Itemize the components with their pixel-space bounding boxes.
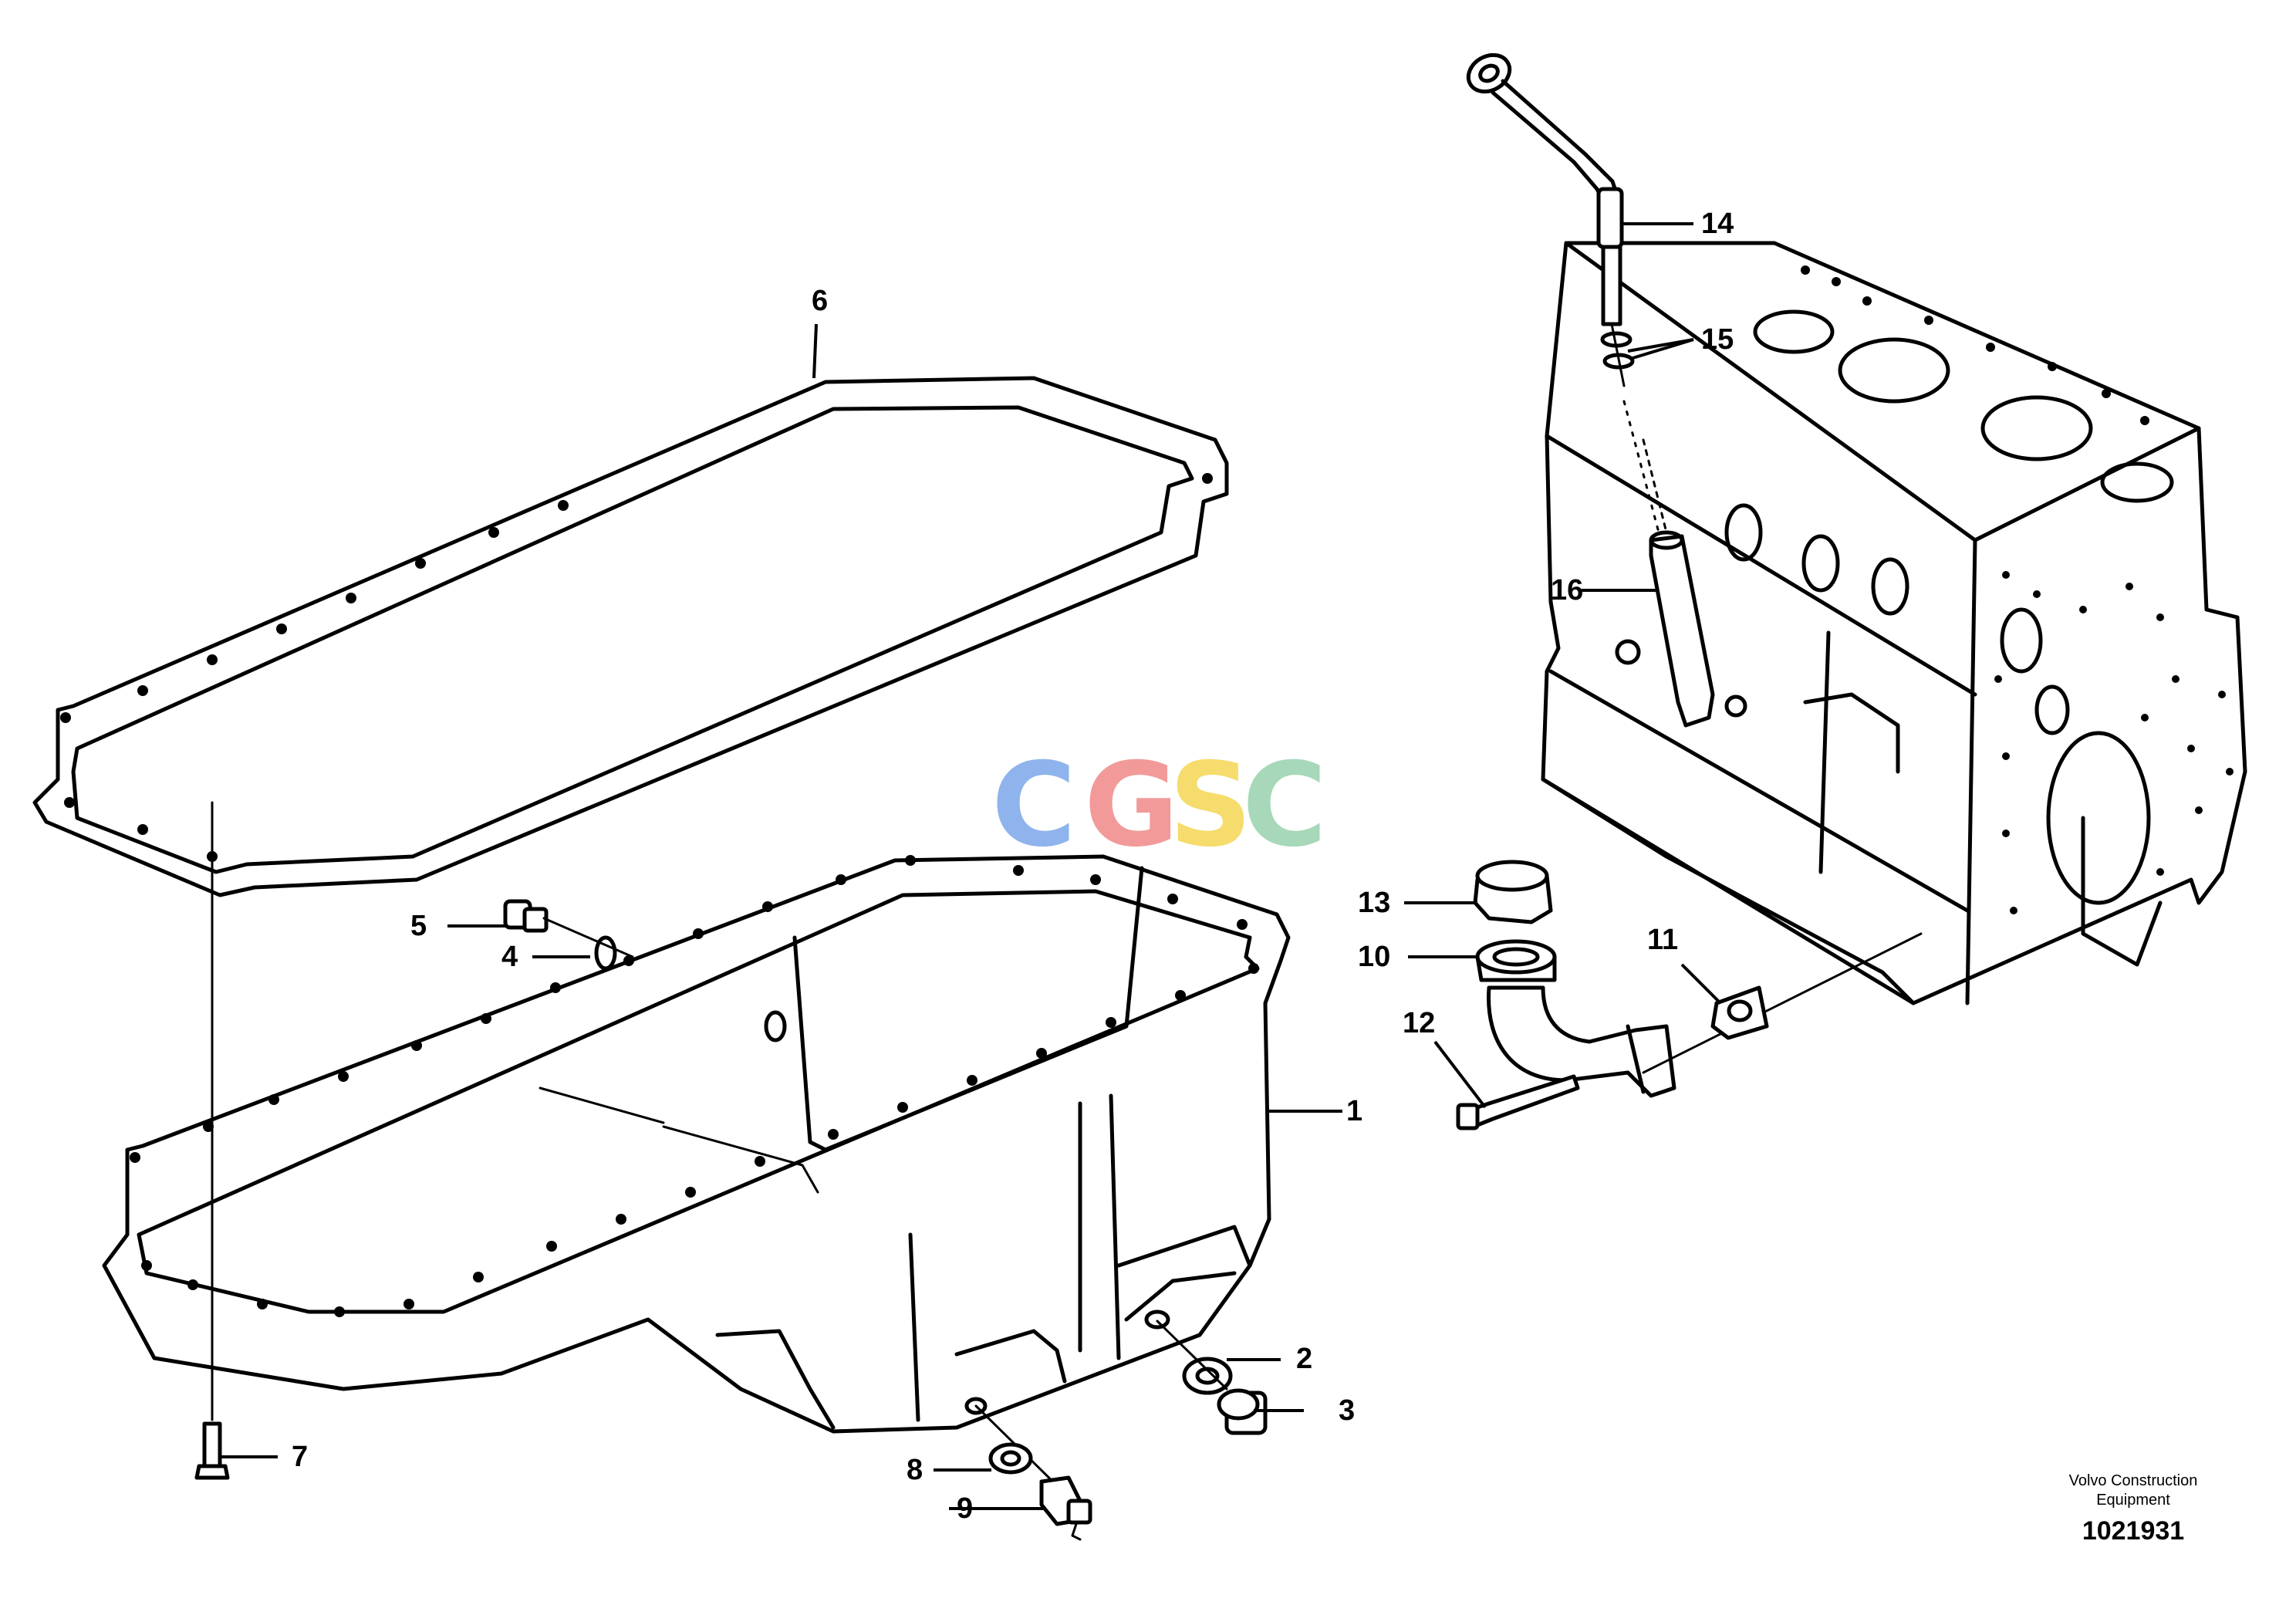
o-rings-15 <box>1600 331 1635 370</box>
leader-lines <box>220 222 1722 1510</box>
watermark-letter-c2: C <box>1242 738 1327 873</box>
bolt-12 <box>1456 1074 1580 1130</box>
engine-block <box>1541 241 2247 1005</box>
drain-plug-3 <box>1217 1388 1268 1435</box>
plug-5 <box>503 899 634 958</box>
callout-1: 1 <box>1346 1095 1362 1127</box>
callout-11: 11 <box>1647 924 1678 956</box>
watermark-letter-g: G <box>1084 738 1179 873</box>
callout-15: 15 <box>1701 323 1734 356</box>
callout-13: 13 <box>1358 887 1390 919</box>
credit-line-1: Volvo Construction <box>2069 1472 2198 1489</box>
oil-pan <box>102 854 1291 1434</box>
filler-cap-13 <box>1473 860 1553 924</box>
watermark-letter-s: S <box>1169 738 1252 873</box>
reference-number: 1021931 <box>2082 1516 2184 1546</box>
gasket-11 <box>1710 985 1769 1040</box>
callout-8: 8 <box>907 1454 923 1486</box>
callout-7: 7 <box>292 1441 308 1473</box>
callout-9: 9 <box>957 1492 973 1525</box>
callout-3: 3 <box>1339 1394 1355 1427</box>
callout-2: 2 <box>1296 1343 1312 1375</box>
footer: Volvo Construction Equipment 1021931 <box>2069 1472 2198 1546</box>
callout-10: 10 <box>1358 941 1390 973</box>
oil-pan-gasket <box>32 376 1229 897</box>
watermark-letter-c1: C <box>991 738 1076 873</box>
watermark: C G S C <box>991 738 1327 873</box>
seal-ring-4 <box>594 935 617 971</box>
callout-14: 14 <box>1701 208 1734 240</box>
credit-line-2: Equipment <box>2096 1492 2170 1509</box>
dipstick-14 <box>1466 52 1668 534</box>
callout-labels: 1 2 3 4 5 6 7 8 9 10 11 12 13 14 15 16 <box>292 208 1734 1525</box>
filler-tube <box>1487 932 1923 1098</box>
bolt-7 <box>194 801 230 1480</box>
callout-4: 4 <box>501 941 518 973</box>
sensor-9 <box>1039 1475 1092 1541</box>
callout-5: 5 <box>410 910 427 942</box>
filler-adapter-10 <box>1475 939 1557 982</box>
guide-tube-16 <box>1649 530 1715 728</box>
callout-16: 16 <box>1551 574 1583 607</box>
callout-12: 12 <box>1403 1007 1435 1039</box>
callout-6: 6 <box>812 285 828 317</box>
seal-washer-2 <box>1156 1320 1233 1395</box>
